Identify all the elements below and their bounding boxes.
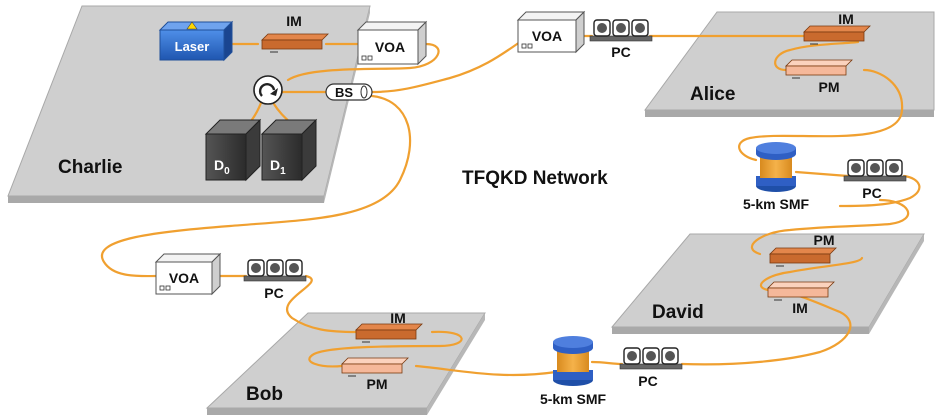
intensity-modulator-alice: IM — [803, 11, 871, 45]
charlie-voa-label: VOA — [375, 39, 405, 55]
laser: Laser — [158, 20, 234, 62]
alice-im-label: IM — [838, 11, 854, 27]
top-voa-label: VOA — [532, 28, 562, 44]
david-name: David — [652, 302, 704, 323]
bottom-pc-label: PC — [638, 373, 657, 389]
left-voa-label: VOA — [169, 270, 199, 286]
intensity-modulator-charlie: IM — [261, 13, 329, 53]
voa-left-link: VOA — [154, 252, 222, 296]
pc-top-link: PC — [589, 19, 653, 60]
circulator-icon — [253, 75, 283, 105]
d1-label: D1 — [270, 157, 286, 177]
laser-label: Laser — [175, 39, 210, 54]
phase-modulator-alice: PM — [785, 59, 853, 95]
charlie-im-label: IM — [286, 13, 302, 29]
fiber-spool-right: 5-km SMF — [743, 142, 810, 212]
beam-splitter: BS — [325, 83, 373, 101]
bob-pm-label: PM — [367, 376, 388, 392]
charlie-bs-label: BS — [335, 85, 353, 100]
platform-david — [610, 233, 925, 334]
fiber-links — [100, 34, 921, 377]
spool-right-label: 5-km SMF — [743, 196, 810, 212]
pc-left-link: PC — [243, 259, 307, 301]
bob-name: Bob — [246, 384, 283, 405]
intensity-modulator-bob: IM — [355, 310, 423, 343]
laser-warning-icon — [186, 21, 198, 30]
charlie-name: Charlie — [58, 157, 122, 178]
alice-name: Alice — [690, 84, 735, 105]
spool-bottom-label: 5-km SMF — [540, 391, 607, 407]
voa-charlie: VOA — [356, 20, 428, 66]
left-pc-label: PC — [264, 285, 283, 301]
voa-top-link: VOA — [516, 10, 586, 54]
top-pc-label: PC — [611, 44, 630, 60]
right-pc-label: PC — [862, 185, 881, 201]
d0-label: D0 — [214, 157, 230, 177]
detector-d1: D1 — [260, 118, 318, 182]
pc-bottom-link: PC — [619, 347, 683, 389]
bob-im-label: IM — [390, 310, 406, 326]
fiber-spool-bottom: 5-km SMF — [540, 336, 607, 407]
phase-modulator-bob: PM — [341, 357, 409, 392]
david-im-label: IM — [792, 300, 808, 316]
david-pm-label: PM — [814, 232, 835, 248]
phase-modulator-david: PM — [769, 232, 837, 267]
intensity-modulator-david: IM — [767, 281, 835, 316]
alice-pm-label: PM — [819, 79, 840, 95]
diagram-title: TFQKD Network — [462, 168, 608, 189]
detector-d0: D0 — [204, 118, 262, 182]
pc-right-link: PC — [843, 159, 907, 201]
